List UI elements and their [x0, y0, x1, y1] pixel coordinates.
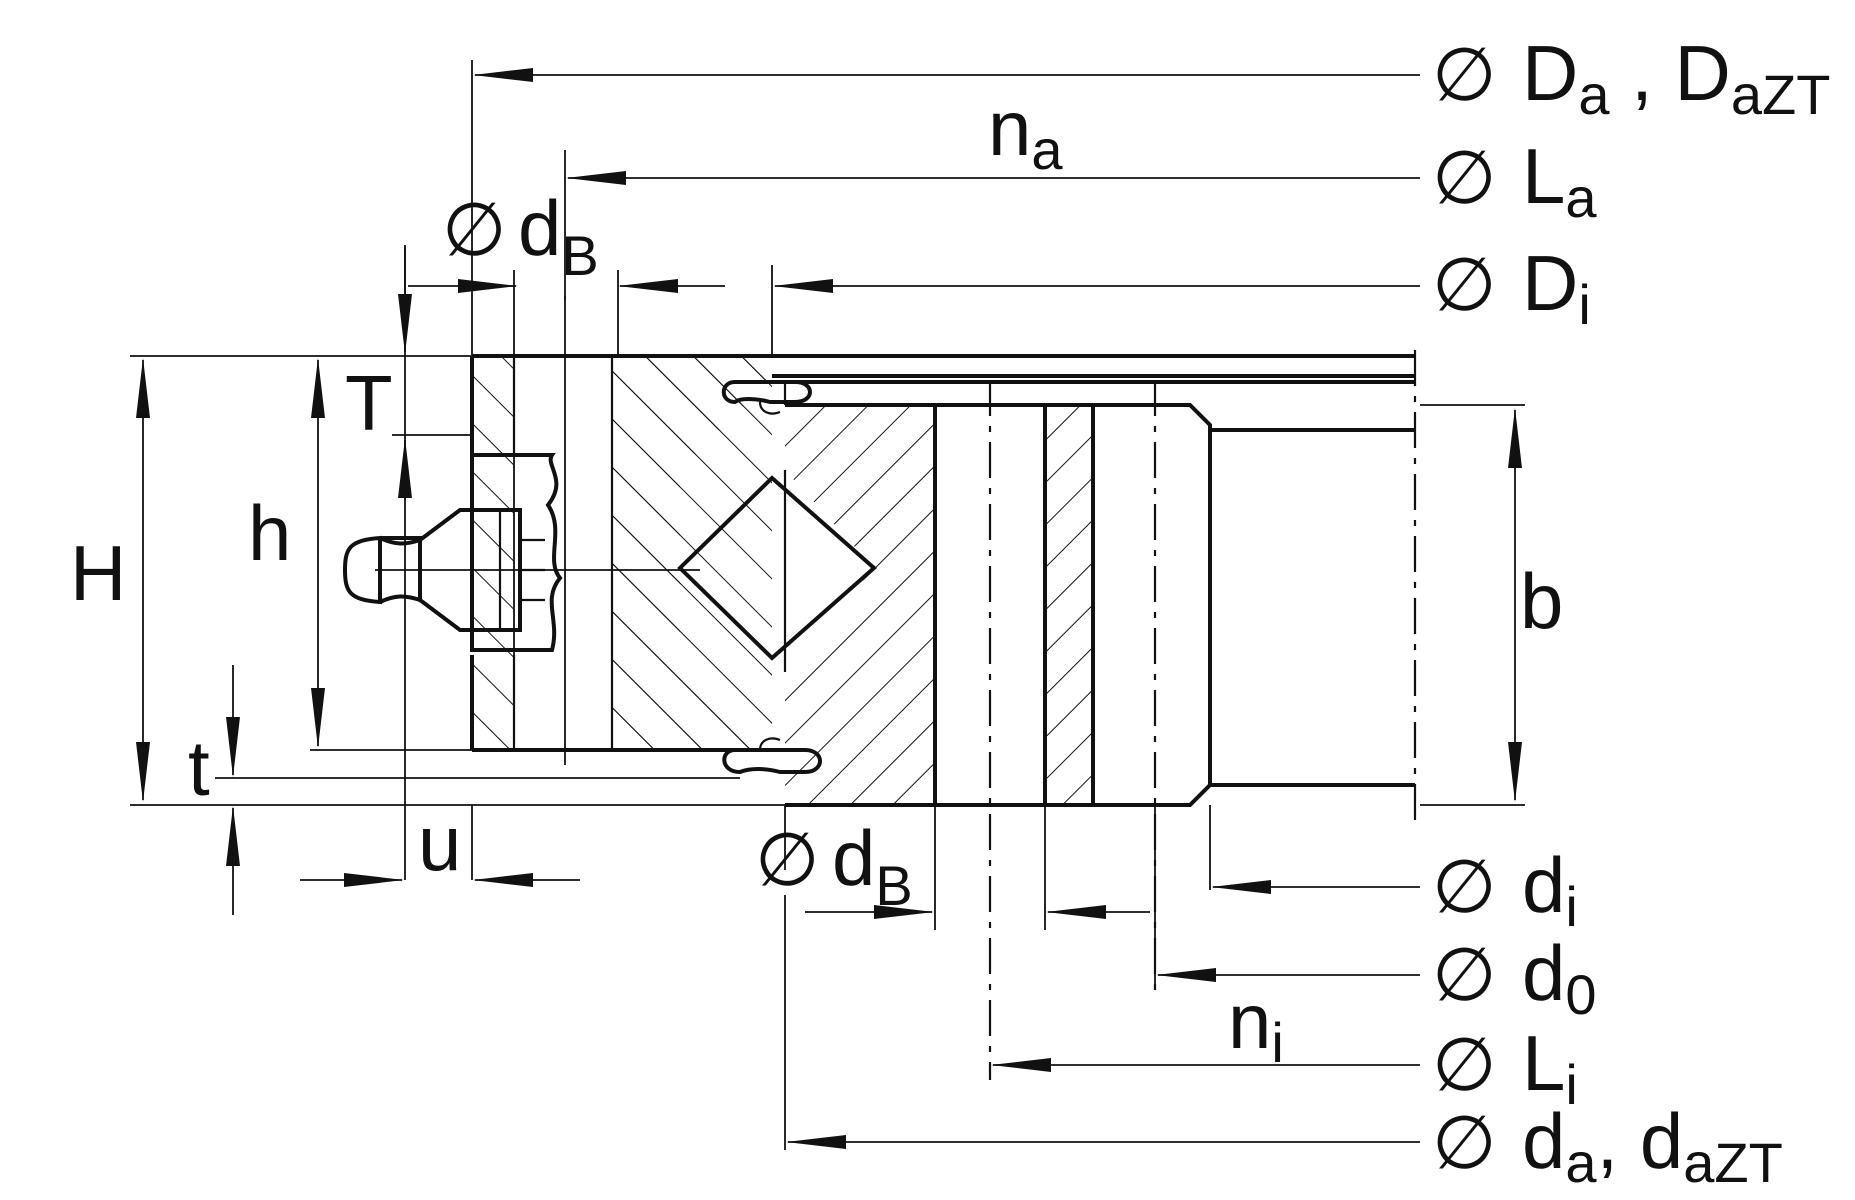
diameter-symbol: ∅: [1432, 1023, 1496, 1106]
extension-lines: [130, 60, 1525, 1150]
inner-ring-section: [783, 403, 1415, 807]
crossed-roller: [677, 475, 878, 661]
label-t: t: [188, 724, 210, 812]
label-h: h: [248, 489, 291, 577]
label-T: T: [345, 359, 393, 447]
svg-text:da, daZT: da, daZT: [1522, 1097, 1783, 1194]
label-ni: ni: [1228, 977, 1284, 1074]
diameter-symbol: ∅: [1432, 845, 1496, 928]
label-Li: ∅ Li: [1432, 1019, 1578, 1116]
seal-top: [721, 380, 812, 415]
svg-text:d0: d0: [1522, 929, 1597, 1026]
label-na: na: [988, 84, 1063, 181]
grease-nipple: [342, 453, 700, 652]
diameter-symbol: ∅: [1432, 1101, 1496, 1184]
svg-text:dB: dB: [518, 184, 599, 287]
label-d0: ∅ d0: [1432, 929, 1597, 1026]
mounting-housing: [772, 354, 1415, 405]
diameter-symbol: ∅: [755, 818, 819, 901]
svg-text:na: na: [988, 84, 1063, 181]
outer-ring-section: [470, 270, 772, 765]
diameter-symbol: ∅: [1432, 933, 1496, 1016]
diameter-symbol: ∅: [442, 188, 506, 271]
svg-text:Li: Li: [1522, 1019, 1578, 1116]
label-dB-bottom: ∅ dB: [755, 814, 913, 917]
svg-text:Da , DaZT: Da , DaZT: [1522, 29, 1830, 126]
label-dB-top: ∅ dB: [442, 184, 599, 287]
label-di: ∅ di: [1432, 841, 1578, 938]
label-H: H: [70, 529, 126, 617]
label-b: b: [1520, 557, 1563, 645]
svg-text:La: La: [1522, 132, 1597, 229]
svg-text:di: di: [1522, 841, 1578, 938]
diameter-symbol: ∅: [1432, 136, 1496, 219]
label-da: ∅ da, daZT: [1432, 1097, 1783, 1194]
label-Di: ∅ Di: [1432, 239, 1591, 336]
svg-text:Di: Di: [1522, 239, 1591, 336]
svg-text:ni: ni: [1228, 977, 1284, 1074]
diameter-symbol: ∅: [1432, 243, 1496, 326]
diameter-symbol: ∅: [1432, 33, 1496, 116]
label-Da: ∅ Da , DaZT: [1432, 29, 1830, 126]
dimension-lines: [136, 68, 1522, 1149]
label-u: u: [418, 799, 461, 887]
svg-text:dB: dB: [832, 814, 913, 917]
label-La: ∅ La: [1432, 132, 1597, 229]
